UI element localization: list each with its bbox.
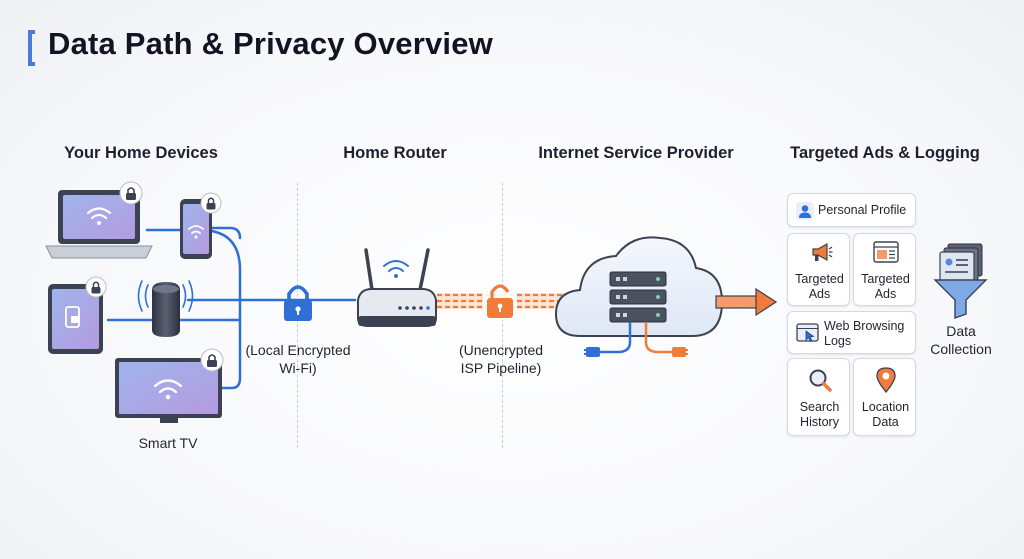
magnifier-icon xyxy=(809,369,832,392)
column-heading-ads: Targeted Ads & Logging xyxy=(790,144,980,162)
card-location-data-line2: Data xyxy=(872,415,899,429)
megaphone-icon xyxy=(812,242,833,262)
smart-speaker-icon xyxy=(137,280,194,337)
map-pin-icon xyxy=(876,367,896,394)
card-targeted-ads-2-line1: Targeted xyxy=(861,272,910,286)
card-search-history: Search History xyxy=(787,358,850,436)
smart-tv-icon xyxy=(115,358,222,423)
lock-icon xyxy=(284,285,312,321)
card-targeted-ads-1-line1: Targeted xyxy=(795,272,844,286)
card-targeted-ads-2-line2: Ads xyxy=(874,287,897,301)
card-targeted-ads-1: Targeted Ads xyxy=(787,233,850,306)
card-search-history-line2: History xyxy=(800,415,839,429)
data-flow-arrow xyxy=(715,287,778,317)
lock-icon xyxy=(200,348,224,372)
data-collection-label-line2: Collection xyxy=(930,341,992,357)
tablet-icon xyxy=(48,284,103,354)
isp-pipeline-label-line2: ISP Pipeline) xyxy=(460,360,542,376)
cloud-server-icon xyxy=(554,236,724,357)
card-location-data-line1: Location xyxy=(861,400,910,414)
card-personal-profile: Personal Profile xyxy=(787,193,916,227)
funnel-icon xyxy=(933,243,988,319)
column-heading-isp: Internet Service Provider xyxy=(538,144,734,162)
local-wifi-label-line1: (Local Encrypted xyxy=(245,342,351,358)
card-web-browsing-line2: Logs xyxy=(824,334,852,348)
card-targeted-ads-1-line2: Ads xyxy=(808,287,831,301)
card-search-history-line1: Search xyxy=(799,400,840,414)
user-icon xyxy=(796,202,814,220)
title-bracket xyxy=(28,30,35,66)
card-location-data: Location Data xyxy=(853,358,916,436)
cursor-window-icon xyxy=(796,323,819,343)
isp-pipeline-label-line1: (Unencrypted xyxy=(458,342,544,358)
laptop-icon xyxy=(45,190,153,259)
router-icon xyxy=(357,248,437,327)
lock-icon xyxy=(119,181,143,205)
unlock-icon xyxy=(483,284,517,320)
smart-tv-label: Smart TV xyxy=(138,435,198,451)
local-wifi-label-line2: Wi-Fi) xyxy=(279,360,317,376)
browser-ad-icon xyxy=(873,241,899,263)
card-web-browsing-line1: Web Browsing xyxy=(824,319,905,333)
lock-icon xyxy=(200,192,222,214)
card-web-browsing-logs: Web Browsing Logs xyxy=(787,311,916,354)
page-title: Data Path & Privacy Overview xyxy=(48,26,493,61)
card-targeted-ads-2: Targeted Ads xyxy=(853,233,916,306)
column-heading-devices: Your Home Devices xyxy=(64,144,218,162)
phone-icon xyxy=(180,199,212,259)
card-personal-profile-label: Personal Profile xyxy=(818,203,907,217)
data-collection-label-line1: Data xyxy=(946,323,976,339)
lock-icon xyxy=(85,276,107,298)
column-heading-router: Home Router xyxy=(343,144,447,162)
